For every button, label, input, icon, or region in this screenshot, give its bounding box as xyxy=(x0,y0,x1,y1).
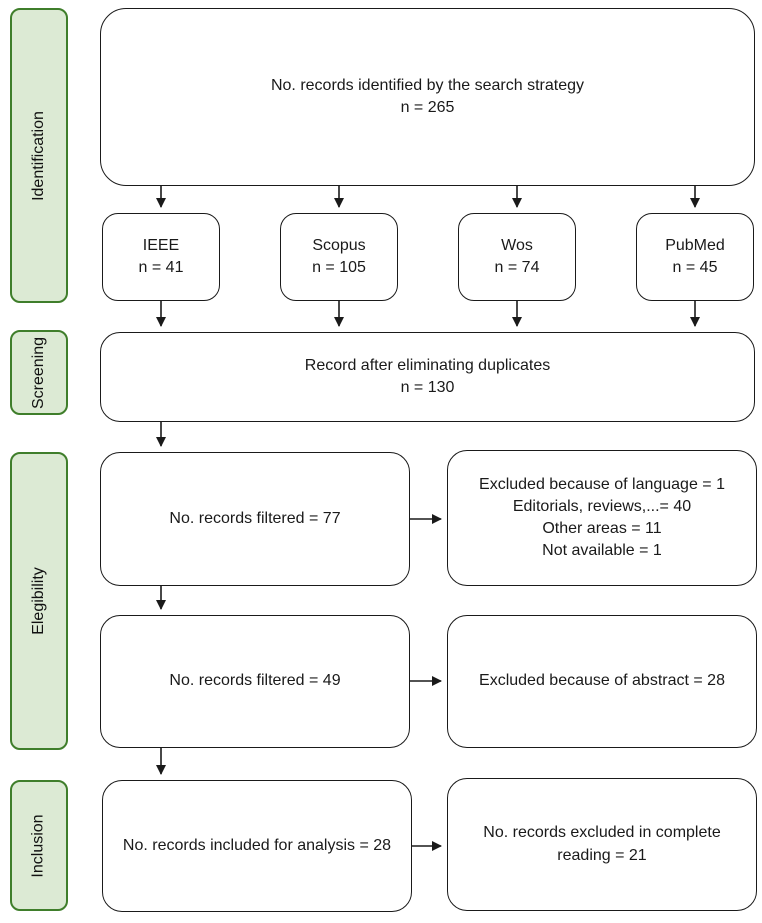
source-count: n = 41 xyxy=(138,259,184,276)
stage-bar-elegibility: Elegibility xyxy=(10,452,68,750)
source-name: PubMed xyxy=(665,236,725,254)
box-records-identified: No. records identified by the search str… xyxy=(100,8,755,186)
source-name: Scopus xyxy=(312,236,366,254)
source-count: n = 105 xyxy=(312,259,366,276)
box-excluded-language: Excluded because of language = 1 Editori… xyxy=(447,450,757,586)
records-filtered-77-label: No. records filtered = 77 xyxy=(169,509,341,527)
stage-bar-screening: Screening xyxy=(10,330,68,415)
box-source-wos: Wos n = 74 xyxy=(458,213,576,301)
stage-label-identification: Identification xyxy=(30,110,47,201)
box-after-duplicates: Record after eliminating duplicates n = … xyxy=(100,332,755,422)
after-duplicates-count: n = 130 xyxy=(400,379,455,396)
records-included-label: No. records included for analysis = 28 xyxy=(122,836,392,854)
excluded-language-line: Other areas = 11 xyxy=(542,520,662,537)
excluded-reading-label: No. records excluded in complete reading… xyxy=(483,824,721,864)
stage-label-screening: Screening xyxy=(30,336,48,409)
source-name: Wos xyxy=(501,236,533,254)
box-records-filtered-49: No. records filtered = 49 xyxy=(100,615,410,748)
source-count: n = 74 xyxy=(494,259,540,276)
box-source-pubmed: PubMed n = 45 xyxy=(636,213,754,301)
stage-bar-inclusion: Inclusion xyxy=(10,780,68,911)
box-excluded-abstract: Excluded because of abstract = 28 xyxy=(447,615,757,748)
box-source-ieee: IEEE n = 41 xyxy=(102,213,220,301)
after-duplicates-title: Record after eliminating duplicates xyxy=(304,356,551,374)
excluded-language-line: Excluded because of language = 1 xyxy=(479,475,725,493)
excluded-abstract-label: Excluded because of abstract = 28 xyxy=(479,672,725,690)
stage-label-inclusion: Inclusion xyxy=(30,813,47,878)
source-name: IEEE xyxy=(142,236,180,254)
records-filtered-49-label: No. records filtered = 49 xyxy=(169,672,341,690)
excluded-language-line: Not available = 1 xyxy=(542,542,662,560)
excluded-language-line: Editorials, reviews,...= 40 xyxy=(512,497,692,515)
box-excluded-reading: No. records excluded in complete reading… xyxy=(447,778,757,911)
stage-bar-identification: Identification xyxy=(10,8,68,303)
records-identified-title: No. records identified by the search str… xyxy=(270,76,585,94)
box-records-filtered-77: No. records filtered = 77 xyxy=(100,452,410,586)
box-records-included: No. records included for analysis = 28 xyxy=(102,780,412,912)
source-count: n = 45 xyxy=(672,259,718,276)
stage-label-elegibility: Elegibility xyxy=(30,567,47,635)
box-source-scopus: Scopus n = 105 xyxy=(280,213,398,301)
records-identified-count: n = 265 xyxy=(400,99,455,116)
